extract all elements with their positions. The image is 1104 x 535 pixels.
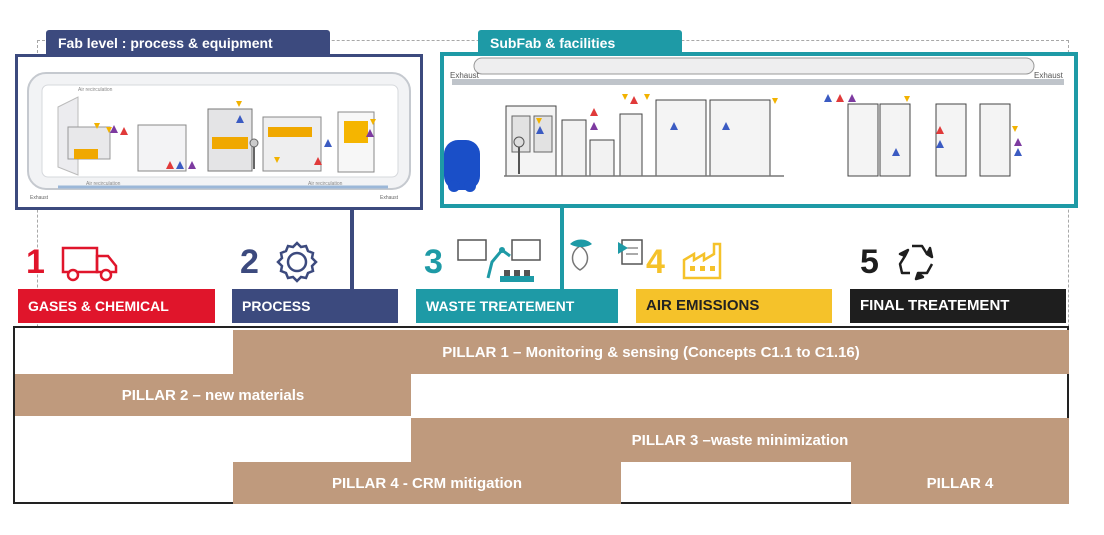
fab-connector-line — [350, 210, 354, 290]
recycle-icon — [898, 244, 934, 281]
pillar-3-bar: PILLAR 3 –waste minimization — [411, 418, 1069, 462]
subfab-label-exhaust-2: Exhaust — [1034, 71, 1064, 80]
fab-label-air-2: Air recirculation — [86, 181, 121, 187]
subfab-tab-label: SubFab & facilities — [490, 35, 616, 51]
step-5-number: 5 — [860, 243, 879, 281]
fab-label-exhaust-2: Exhaust — [380, 195, 399, 201]
step-3-number: 3 — [424, 243, 443, 281]
pillar-1-label: PILLAR 1 – Monitoring & sensing (Concept… — [442, 343, 860, 361]
document-icon — [618, 239, 643, 265]
step-4-number: 4 — [646, 243, 665, 281]
subfab-illustration: Exhaust Exhaust — [444, 57, 1064, 192]
category-process: PROCESS — [232, 289, 398, 323]
category-process-label: PROCESS — [242, 298, 311, 314]
leaf-bird-icon — [570, 239, 592, 271]
gear-icon — [276, 241, 318, 283]
pillars-box: PILLAR 1 – Monitoring & sensing (Concept… — [13, 326, 1069, 504]
fab-level-frame: Air recirculation Air recirculation Air … — [15, 54, 423, 210]
category-gases-chemical-label: GASES & CHEMICAL — [28, 298, 169, 314]
pillar-4-bar: PILLAR 4 — [851, 462, 1069, 504]
category-gases-chemical: GASES & CHEMICAL — [18, 289, 215, 323]
pillar-3-label: PILLAR 3 –waste minimization — [631, 431, 849, 449]
fab-level-tab: Fab level : process & equipment — [46, 30, 330, 56]
category-final-treatement-label: FINAL TREATEMENT — [860, 297, 1010, 314]
step-1-number: 1 — [26, 243, 45, 281]
fab-label-air-1: Air recirculation — [78, 87, 113, 93]
subfab-connector-line — [560, 208, 564, 290]
pillar-4-label: PILLAR 4 — [926, 474, 994, 492]
subfab-label-exhaust-1: Exhaust — [450, 71, 480, 80]
fab-label-exhaust-1: Exhaust — [30, 195, 49, 201]
subfab-frame: Exhaust Exhaust — [440, 52, 1078, 208]
truck-icon — [61, 246, 118, 282]
category-final-treatement: FINAL TREATEMENT — [850, 289, 1066, 323]
pillar-4-crm-bar: PILLAR 4 - CRM mitigation — [233, 462, 621, 504]
fab-level-tab-label: Fab level : process & equipment — [58, 35, 273, 51]
pillar-1-bar: PILLAR 1 – Monitoring & sensing (Concept… — [233, 330, 1069, 374]
factory-icon — [682, 242, 722, 280]
subfab-tab: SubFab & facilities — [478, 30, 682, 56]
pillar-4-crm-label: PILLAR 4 - CRM mitigation — [332, 474, 522, 492]
fab-label-air-3: Air recirculation — [308, 181, 343, 187]
fab-illustration: Air recirculation Air recirculation Air … — [27, 72, 411, 201]
pillar-2-bar: PILLAR 2 – new materials — [15, 374, 411, 416]
category-waste-treatement-label: WASTE TREATEMENT — [426, 298, 575, 314]
category-air-emissions: AIR EMISSIONS — [636, 289, 832, 323]
step-2-number: 2 — [240, 243, 259, 281]
category-air-emissions-label: AIR EMISSIONS — [646, 297, 760, 314]
category-waste-treatement: WASTE TREATEMENT — [416, 289, 618, 323]
pillar-2-label: PILLAR 2 – new materials — [121, 386, 305, 404]
robot-arm-icon — [457, 239, 541, 282]
